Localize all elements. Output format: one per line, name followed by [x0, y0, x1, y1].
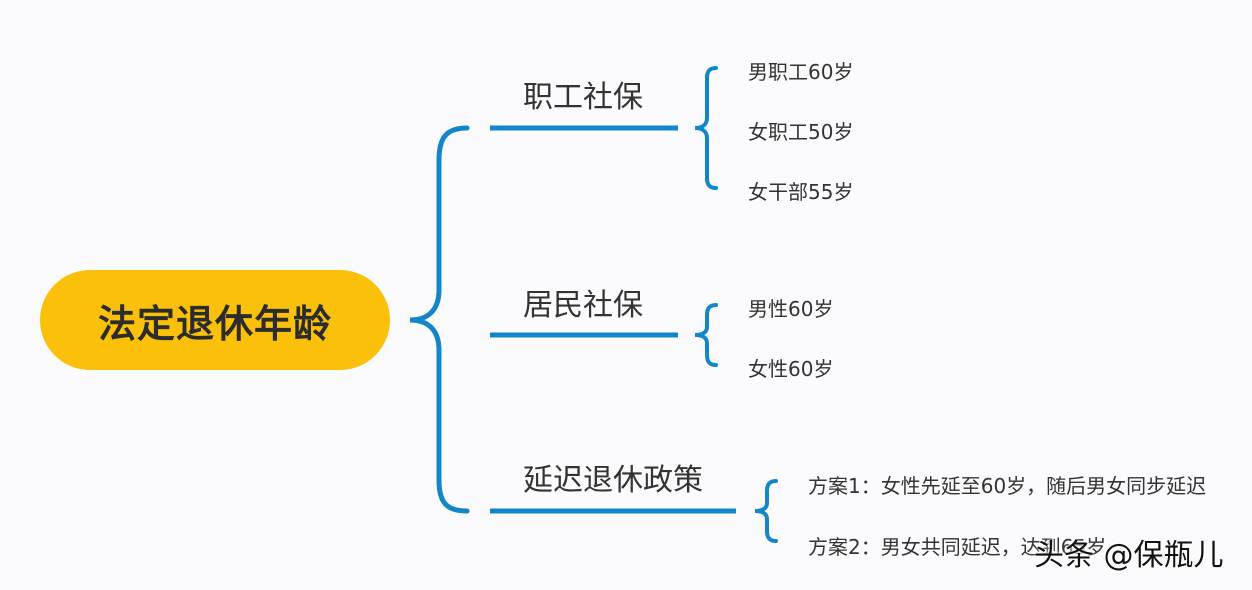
branch-label-delayed-retirement: 延迟退休政策 [523, 463, 703, 498]
watermark: 头条 @保瓶儿 [1034, 538, 1224, 573]
leaf-plan-2: 方案2：男女共同延迟，达到65岁 [808, 535, 1107, 559]
branch-brace-3 [754, 479, 778, 543]
leaf-female-employee: 女职工50岁 [748, 120, 854, 144]
root-node: 法定退休年龄 [40, 270, 390, 370]
leaf-plan-1: 方案1：女性先延至60岁，随后男女同步延迟 [808, 474, 1207, 498]
root-label: 法定退休年龄 [97, 301, 332, 346]
root-brace [409, 125, 470, 514]
leaf-female-cadre: 女干部55岁 [748, 180, 854, 204]
branch-label-employee-insurance: 职工社保 [523, 80, 643, 115]
leaf-male-employee: 男职工60岁 [748, 60, 854, 84]
leaf-male-resident: 男性60岁 [748, 297, 834, 321]
leaf-female-resident: 女性60岁 [748, 357, 834, 381]
branch-label-resident-insurance: 居民社保 [523, 288, 643, 323]
branch-brace-2 [694, 303, 718, 367]
branch-brace-1 [694, 66, 718, 190]
